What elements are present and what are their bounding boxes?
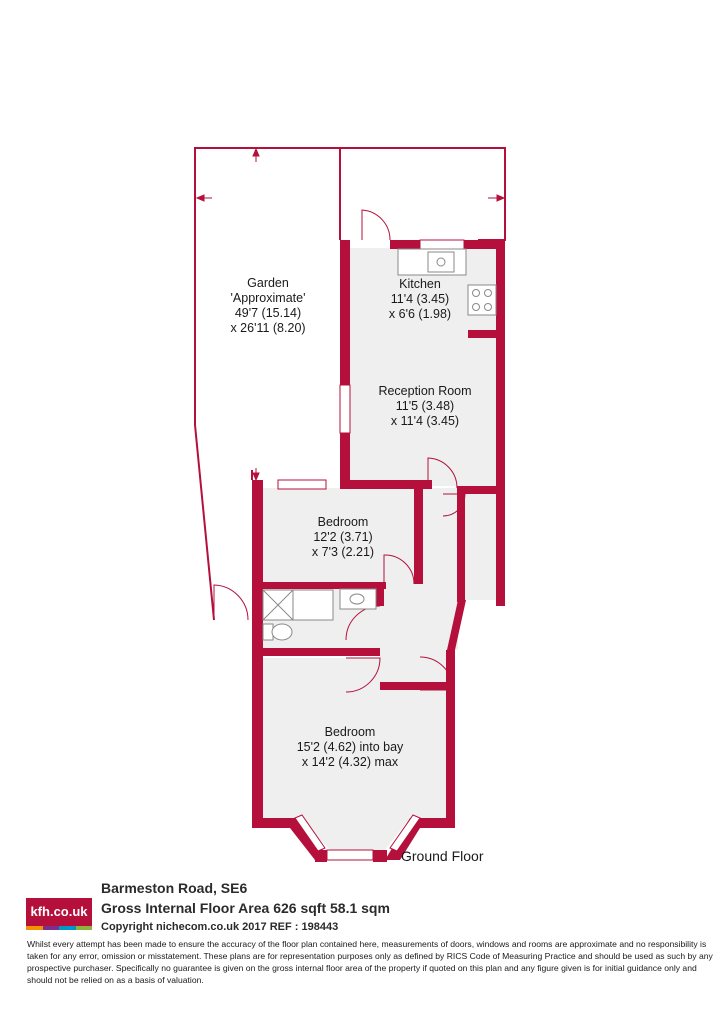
fixtures [262, 248, 497, 641]
copyright-ref: Copyright nichecom.co.uk 2017 REF : 1984… [101, 921, 339, 933]
reception-name: Reception Room [378, 384, 471, 398]
floor-fill [262, 248, 496, 850]
bedroom1-dim1: 12'2 (3.71) [313, 530, 372, 544]
property-address: Barmeston Road, SE6 [101, 880, 248, 896]
bedroom2-dim1: 15'2 (4.62) into bay [297, 740, 404, 754]
garden-arrows [195, 147, 506, 482]
bedroom1-name: Bedroom [318, 515, 369, 529]
logo-bar-blue [59, 926, 76, 930]
garden-note: 'Approximate' [231, 291, 306, 305]
bedroom1-dim2: x 7'3 (2.21) [312, 545, 374, 559]
kfh-logo: kfh.co.uk [26, 898, 92, 934]
logo-bar-purple [42, 926, 59, 930]
garden-dim1: 49'7 (15.14) [235, 306, 301, 320]
garden-dim2: x 26'11 (8.20) [230, 321, 305, 335]
logo-text: kfh.co.uk [26, 898, 92, 926]
reception-label: Reception Room 11'5 (3.48) x 11'4 (3.45) [378, 384, 471, 428]
kitchen-dim1: 11'4 (3.45) [391, 292, 449, 306]
floor-area: Gross Internal Floor Area 626 sqft 58.1 … [101, 900, 390, 916]
floor-plan: Garden 'Approximate' 49'7 (15.14) x 26'1… [194, 147, 506, 864]
reception-dim1: 11'5 (3.48) [396, 399, 454, 413]
garden-label: Garden 'Approximate' 49'7 (15.14) x 26'1… [230, 276, 305, 335]
kitchen-name: Kitchen [399, 277, 441, 291]
bedroom1-label: Bedroom 12'2 (3.71) x 7'3 (2.21) [312, 515, 374, 559]
doors [213, 209, 466, 693]
garden-name: Garden [247, 276, 289, 290]
logo-bar-green [75, 926, 92, 930]
floor-name: Ground Floor [401, 848, 484, 864]
disclaimer: Whilst every attempt has been made to en… [27, 939, 713, 985]
bedroom2-name: Bedroom [325, 725, 376, 739]
reception-dim2: x 11'4 (3.45) [391, 414, 459, 428]
kitchen-label: Kitchen 11'4 (3.45) x 6'6 (1.98) [389, 277, 451, 321]
kitchen-dim2: x 6'6 (1.98) [389, 307, 451, 321]
bedroom2-label: Bedroom 15'2 (4.62) into bay x 14'2 (4.3… [297, 725, 404, 769]
logo-bar-orange [26, 926, 43, 930]
bedroom2-dim2: x 14'2 (4.32) max [302, 755, 399, 769]
windows [277, 239, 465, 861]
